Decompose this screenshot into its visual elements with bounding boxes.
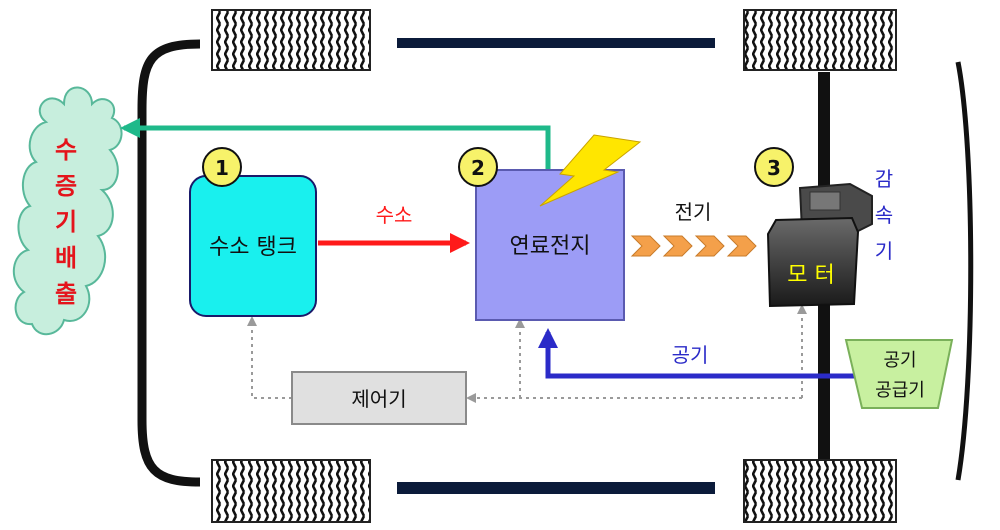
- air-flow-arrow: [538, 328, 860, 379]
- fuel-cell-label: 연료전지: [510, 234, 591, 259]
- badge-2: 2: [458, 147, 498, 187]
- controller-label: 제어기: [351, 387, 406, 411]
- svg-text:속: 속: [875, 203, 893, 227]
- top-chassis-bar: [397, 38, 715, 48]
- wheel-front-top: [211, 9, 371, 71]
- wheel-front-bottom: [211, 459, 371, 523]
- svg-text:3: 3: [767, 156, 781, 180]
- badge-1: 1: [202, 147, 242, 187]
- svg-text:수: 수: [55, 136, 77, 164]
- electricity-flow-chevrons: [630, 235, 757, 257]
- fuel-cell-stack: [475, 169, 625, 321]
- svg-text:출: 출: [55, 280, 77, 308]
- svg-text:감: 감: [875, 167, 893, 191]
- steam-exhaust-arrow: [120, 118, 551, 185]
- controller-box: [291, 371, 467, 425]
- wheel-rear-bottom: [743, 459, 897, 523]
- air-flow-label: 공기: [672, 343, 709, 367]
- hydrogen-flow-label: 수소: [376, 203, 413, 227]
- lightning-icon: [539, 134, 642, 207]
- vehicle-frame-left: [137, 39, 201, 487]
- svg-text:기: 기: [55, 208, 77, 236]
- air-supply-label-line1: 공기: [883, 350, 916, 371]
- motor-label: 모 터: [787, 263, 834, 288]
- air-supply-label-line2: 공급기: [875, 380, 925, 401]
- vehicle-frame-right: [955, 61, 974, 481]
- bottom-chassis-bar: [397, 482, 715, 494]
- svg-text:기: 기: [875, 239, 893, 263]
- electricity-flow-label: 전기: [675, 200, 712, 224]
- control-lines: [247, 304, 807, 403]
- badge-3: 3: [754, 147, 794, 187]
- svg-text:증: 증: [55, 172, 77, 200]
- motor-reducer-unit: [766, 182, 873, 308]
- svg-text:1: 1: [215, 156, 229, 180]
- hydrogen-tank-label: 수소 탱크: [209, 235, 297, 260]
- hydrogen-tank: [189, 175, 317, 317]
- svg-text:2: 2: [471, 156, 485, 180]
- wheel-rear-top: [743, 9, 897, 71]
- air-supply-unit: [844, 339, 954, 409]
- svg-text:배: 배: [55, 244, 77, 272]
- steam-exhaust-cloud: [13, 86, 123, 335]
- reducer-label: 감 속 기: [875, 167, 893, 263]
- steam-exhaust-label: 수 증 기 배 출: [55, 136, 77, 308]
